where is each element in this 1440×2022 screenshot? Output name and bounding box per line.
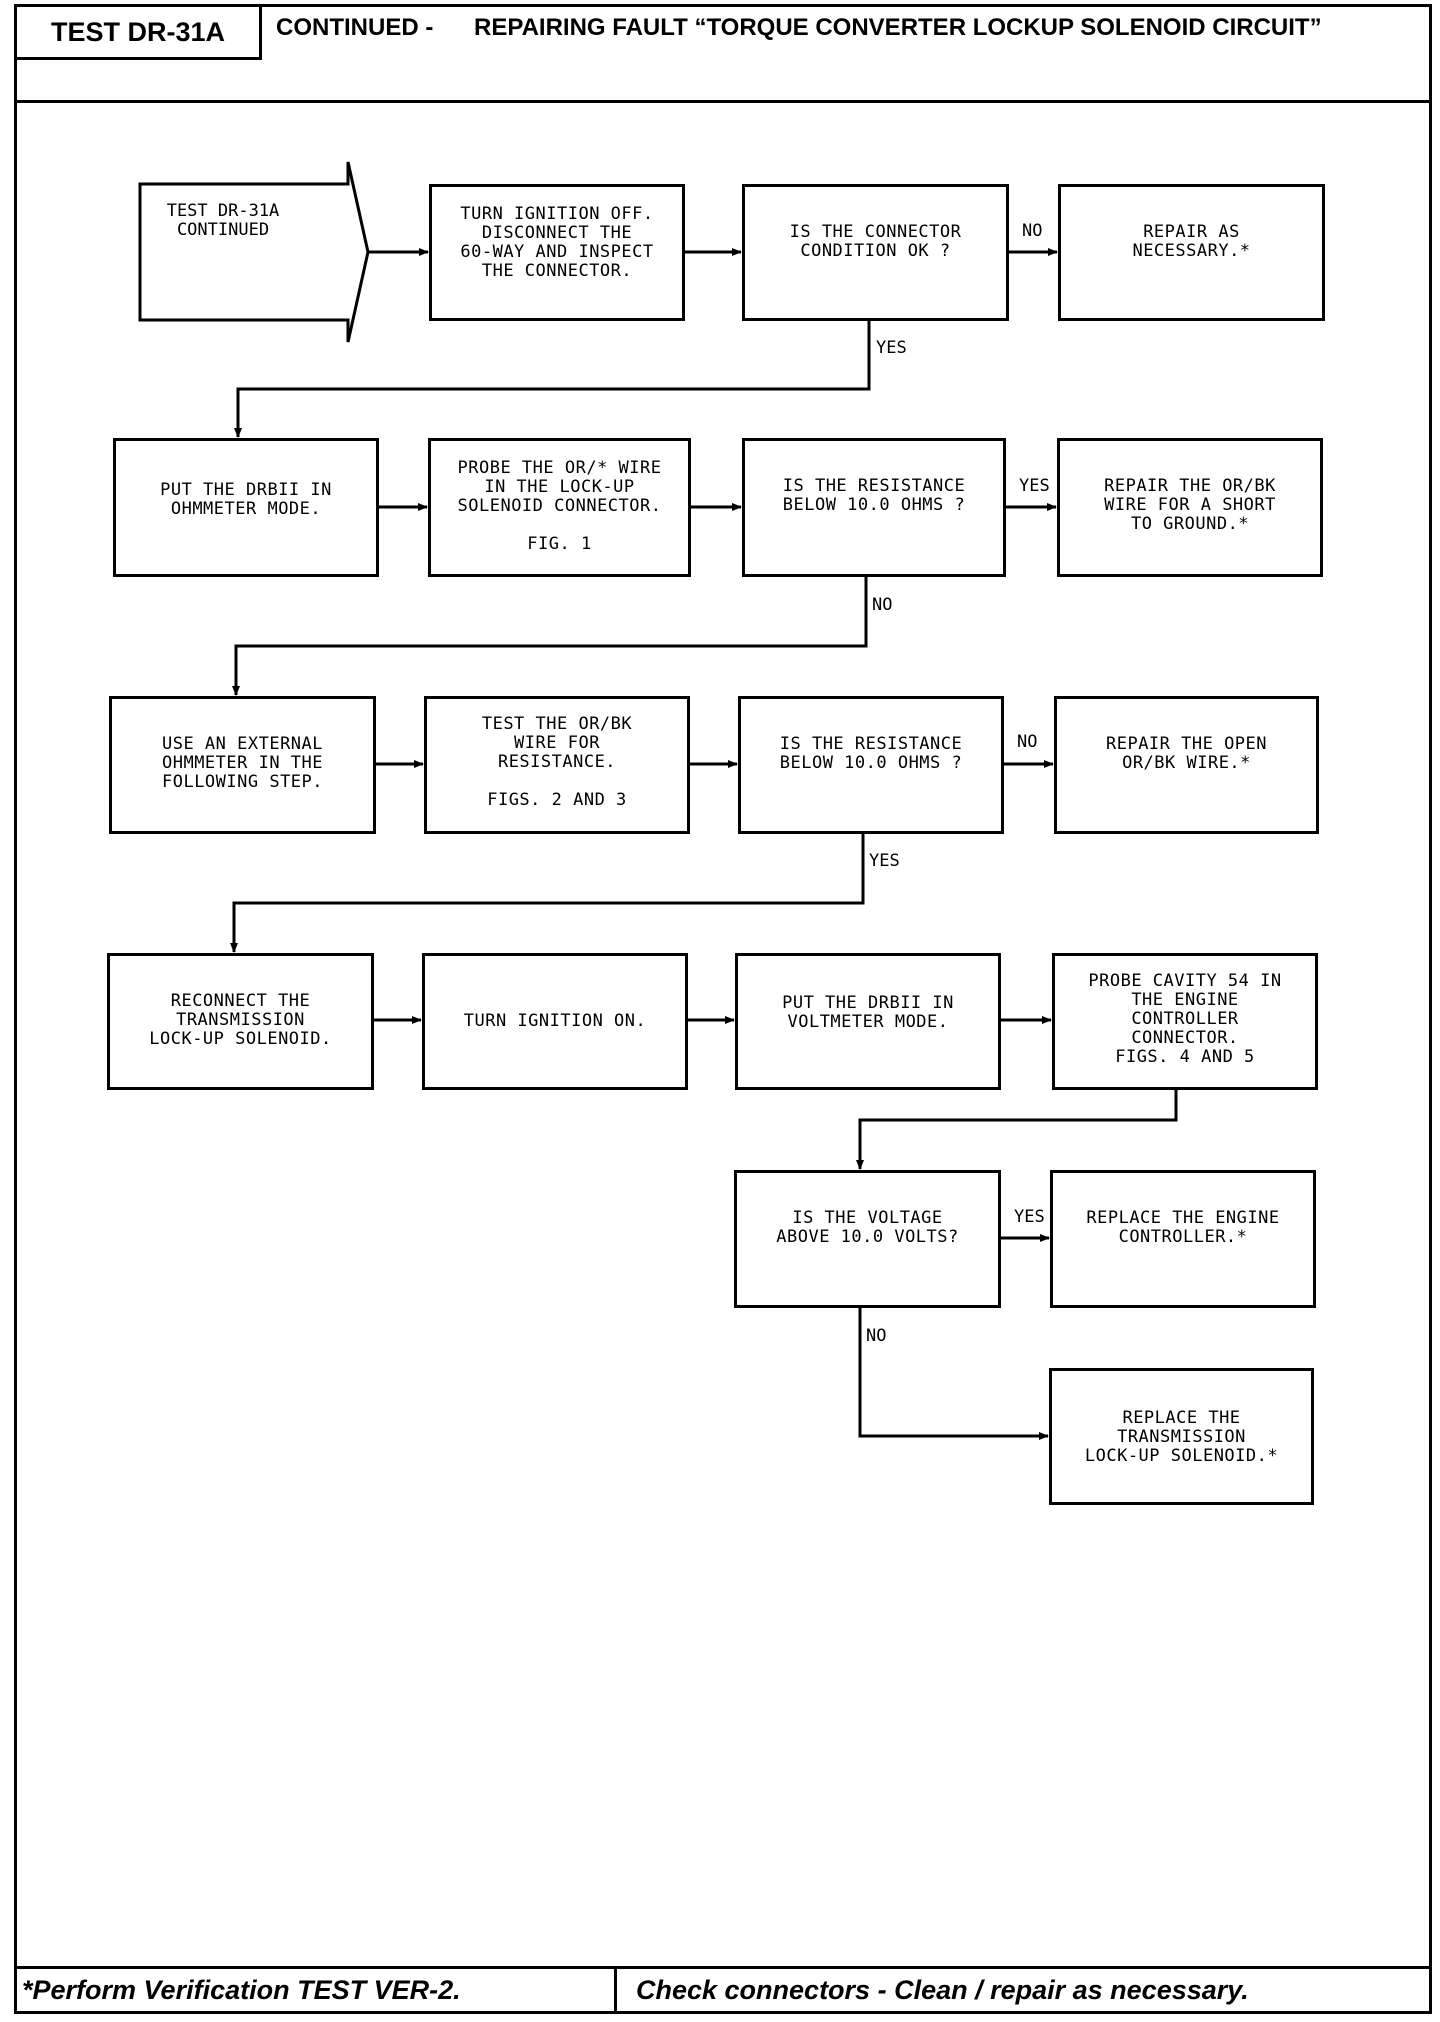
header-continued: CONTINUED - <box>276 14 434 41</box>
footer-column-divider <box>614 1966 617 2014</box>
question-text: IS THE RESISTANCE BELOW 10.0 OHMS ? <box>782 476 966 515</box>
step-text: PUT THE DRBII IN OHMMETER MODE. <box>160 480 332 519</box>
action-text: REPLACE THE TRANSMISSION LOCK-UP SOLENOI… <box>1084 1408 1279 1466</box>
question-connector-ok: IS THE CONNECTOR CONDITION OK ? <box>742 184 1009 321</box>
edge-label-no: NO <box>1017 732 1038 752</box>
connector-probe-to-q5 <box>856 1089 1178 1170</box>
step-text: TURN IGNITION ON. <box>463 1011 647 1031</box>
footer-connector-note: Check connectors - Clean / repair as nec… <box>636 1975 1249 2005</box>
page-title: REPAIRING FAULT “TORQUE CONVERTER LOCKUP… <box>474 14 1322 41</box>
step-text: PUT THE DRBII IN VOLTMETER MODE. <box>782 993 954 1032</box>
edge-label-no: NO <box>866 1326 887 1346</box>
action-text: REPAIR THE OR/BK WIRE FOR A SHORT TO GRO… <box>1104 476 1276 534</box>
action-repair-as-necessary: REPAIR AS NECESSARY.* <box>1058 184 1325 321</box>
action-replace-controller: REPLACE THE ENGINE CONTROLLER.* <box>1050 1170 1316 1308</box>
start-arrow-shape <box>138 161 370 343</box>
step-ignition-on: TURN IGNITION ON. <box>422 953 688 1090</box>
edge-label-yes: YES <box>876 338 907 358</box>
step-text: PROBE CAVITY 54 IN THE ENGINE CONTROLLER… <box>1088 971 1282 1067</box>
connector-q5-no <box>858 1307 1049 1440</box>
step-text: TURN IGNITION OFF. DISCONNECT THE 60-WAY… <box>460 204 654 281</box>
question-text: IS THE RESISTANCE BELOW 10.0 OHMS ? <box>779 734 963 773</box>
step-text: RECONNECT THE TRANSMISSION LOCK-UP SOLEN… <box>149 991 332 1049</box>
edge-label-no: NO <box>1022 221 1043 241</box>
step-external-ohmmeter: USE AN EXTERNAL OHMMETER IN THE FOLLOWIN… <box>109 696 376 834</box>
step-probe-cavity-54: PROBE CAVITY 54 IN THE ENGINE CONTROLLER… <box>1052 953 1318 1090</box>
action-text: REPLACE THE ENGINE CONTROLLER.* <box>1086 1208 1280 1247</box>
question-voltage: IS THE VOLTAGE ABOVE 10.0 VOLTS? <box>734 1170 1001 1308</box>
test-id-badge: TEST DR-31A <box>14 4 262 60</box>
step-voltmeter-mode: PUT THE DRBII IN VOLTMETER MODE. <box>735 953 1001 1090</box>
edge-label-yes: YES <box>1019 476 1050 496</box>
action-replace-solenoid: REPLACE THE TRANSMISSION LOCK-UP SOLENOI… <box>1049 1368 1314 1505</box>
footer-verification-note: *Perform Verification TEST VER-2. <box>22 1975 461 2005</box>
action-repair-short: REPAIR THE OR/BK WIRE FOR A SHORT TO GRO… <box>1057 438 1323 577</box>
step-ohmmeter-mode: PUT THE DRBII IN OHMMETER MODE. <box>113 438 379 577</box>
step-probe-or-wire: PROBE THE OR/* WIRE IN THE LOCK-UP SOLEN… <box>428 438 691 577</box>
footer-divider <box>14 1966 1432 1969</box>
action-repair-open: REPAIR THE OPEN OR/BK WIRE.* <box>1054 696 1319 834</box>
question-resistance-open: IS THE RESISTANCE BELOW 10.0 OHMS ? <box>738 696 1004 834</box>
connector-q3-yes <box>230 833 865 953</box>
action-text: REPAIR THE OPEN OR/BK WIRE.* <box>1105 734 1268 773</box>
step-inspect-connector: TURN IGNITION OFF. DISCONNECT THE 60-WAY… <box>429 184 685 321</box>
step-test-orbk-wire: TEST THE OR/BK WIRE FOR RESISTANCE. FIGS… <box>424 696 690 834</box>
step-text: PROBE THE OR/* WIRE IN THE LOCK-UP SOLEN… <box>457 458 662 554</box>
step-reconnect-solenoid: RECONNECT THE TRANSMISSION LOCK-UP SOLEN… <box>107 953 374 1090</box>
question-text: IS THE VOLTAGE ABOVE 10.0 VOLTS? <box>776 1208 959 1247</box>
connector-q2-no <box>232 576 868 696</box>
action-text: REPAIR AS NECESSARY.* <box>1132 222 1251 261</box>
step-text: TEST THE OR/BK WIRE FOR RESISTANCE. FIGS… <box>481 714 633 810</box>
question-text: IS THE CONNECTOR CONDITION OK ? <box>789 222 962 261</box>
edge-label-yes: YES <box>1014 1207 1045 1227</box>
start-node-text: TEST DR-31A CONTINUED <box>166 201 280 240</box>
page-frame <box>14 4 1432 2014</box>
header-divider <box>14 100 1432 103</box>
edge-label-no: NO <box>872 595 893 615</box>
question-resistance-short: IS THE RESISTANCE BELOW 10.0 OHMS ? <box>742 438 1006 577</box>
connector-q1-yes <box>234 320 871 438</box>
step-text: USE AN EXTERNAL OHMMETER IN THE FOLLOWIN… <box>161 734 324 792</box>
edge-label-yes: YES <box>869 851 900 871</box>
